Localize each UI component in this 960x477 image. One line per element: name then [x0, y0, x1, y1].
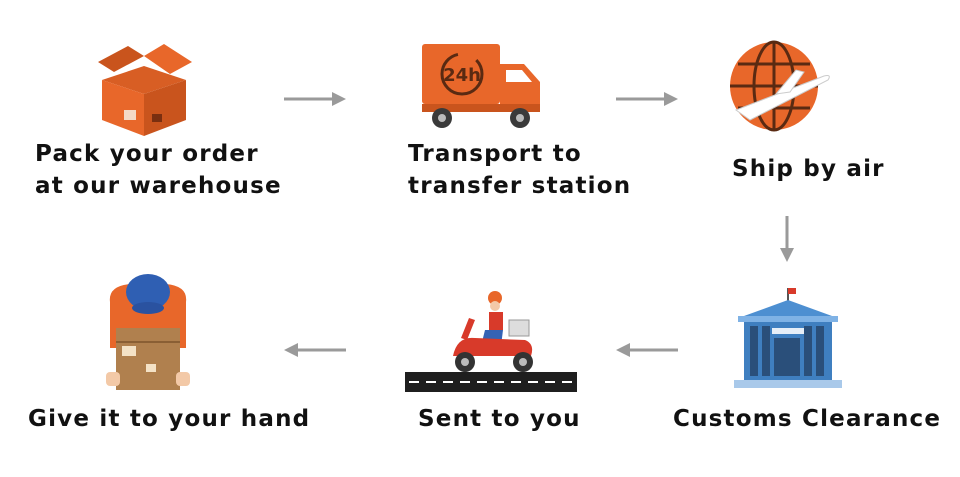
step-pack-label: Pack your order at our warehouse — [35, 138, 282, 202]
step-sent-label: Sent to you — [418, 403, 581, 435]
truck-icon: 24h — [422, 44, 540, 128]
step-customs-label: Customs Clearance — [673, 403, 941, 435]
arrow-right-1 — [284, 92, 346, 106]
scooter-courier-icon — [405, 291, 577, 392]
step-transport-label-line2: transfer station — [408, 173, 632, 199]
step-air-label-line1: Ship by air — [732, 156, 885, 182]
step-transport-label: Transport to transfer station — [408, 138, 631, 202]
step-customs-label-line1: Customs Clearance — [673, 406, 942, 432]
arrow-left-1 — [616, 343, 678, 357]
arrow-right-2 — [616, 92, 678, 106]
step-pack-label-line2: at our warehouse — [35, 173, 282, 199]
arrow-left-2 — [284, 343, 346, 357]
step-transport-label-line1: Transport to — [408, 141, 582, 167]
step-pack-label-line1: Pack your order — [35, 141, 259, 167]
step-hand-label: Give it to your hand — [28, 403, 310, 435]
arrow-down — [780, 216, 794, 262]
truck-badge-text: 24h — [443, 65, 481, 86]
customs-building-icon — [734, 288, 842, 388]
courier-with-box-icon — [106, 274, 190, 390]
step-hand-label-line1: Give it to your hand — [28, 406, 311, 432]
step-air-label: Ship by air — [732, 153, 885, 185]
step-sent-label-line1: Sent to you — [418, 406, 581, 432]
box-icon — [98, 44, 192, 136]
globe-plane-icon — [730, 40, 830, 132]
